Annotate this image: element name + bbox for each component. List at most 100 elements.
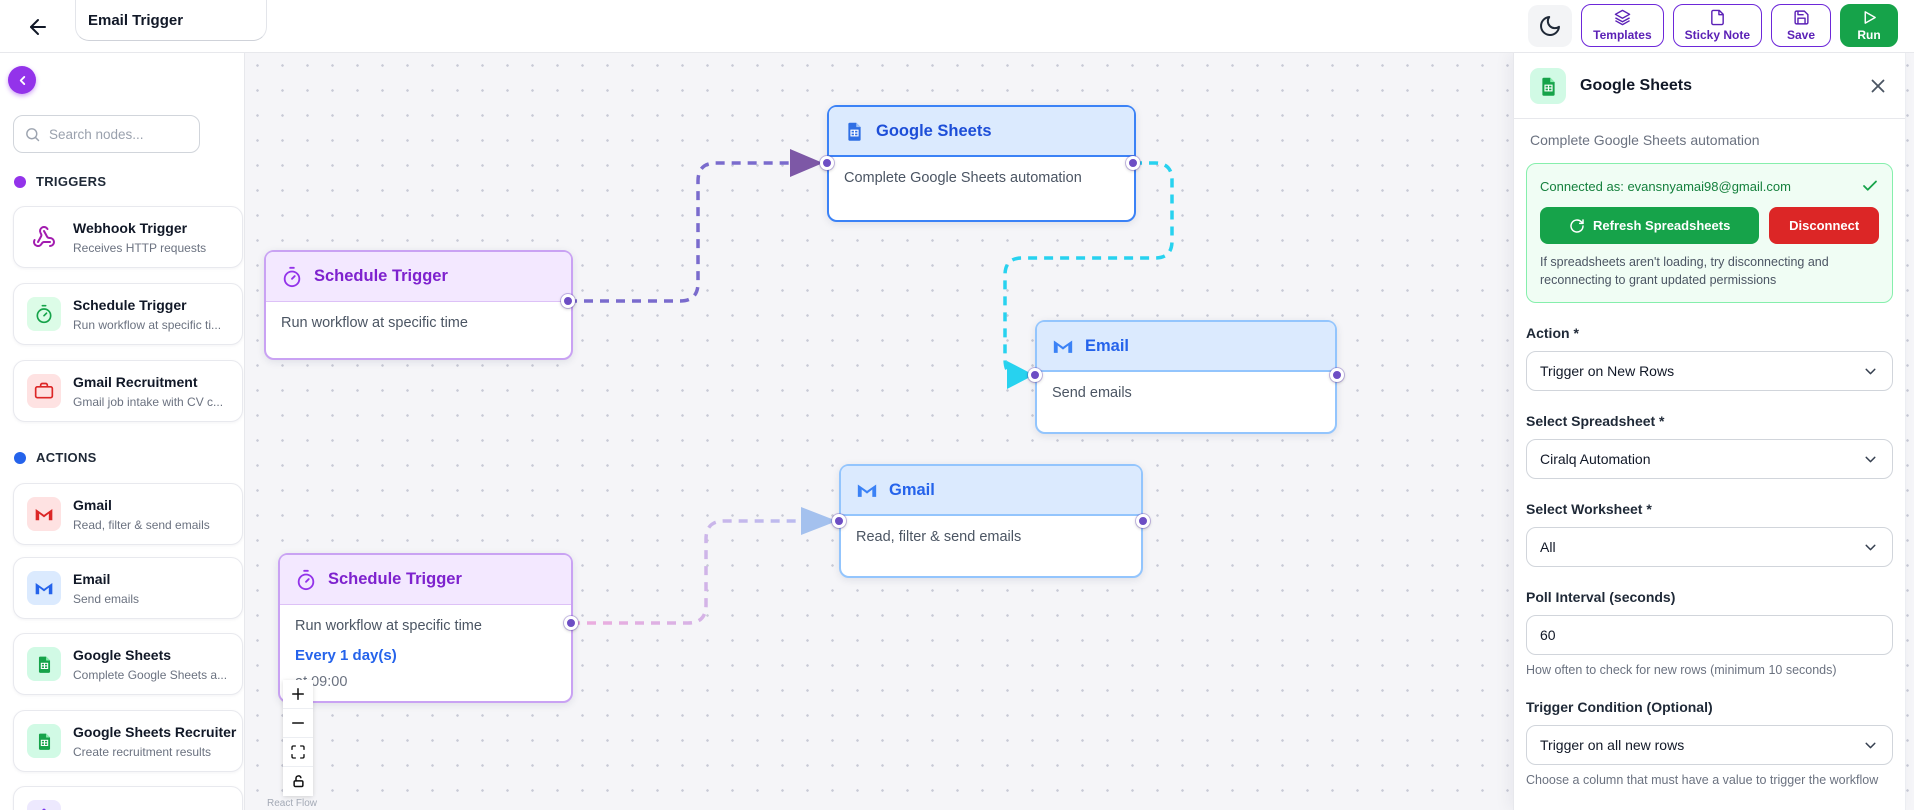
action-select[interactable]: Trigger on New Rows [1526,351,1893,391]
workflow-title-input[interactable]: Email Trigger [75,0,267,41]
item-title: Gmail [73,496,112,513]
back-button[interactable] [26,15,50,39]
node-body: Run workflow at specific time [281,315,468,331]
disconnect-button[interactable]: Disconnect [1769,207,1879,244]
node-body: Send emails [1052,385,1132,401]
item-title: Schedule Trigger [73,296,187,313]
handle-email-in[interactable] [1028,368,1042,382]
connection-wires [568,149,1174,625]
google-sheets-icon [27,647,61,681]
arrow-left-icon [30,19,46,35]
sidebar-item-gmail[interactable]: Gmail Read, filter & send emails [13,483,243,545]
spreadsheet-value: Ciralq Automation [1540,451,1651,467]
trigger-condition-select[interactable]: Trigger on all new rows [1526,725,1893,765]
node-schedule-trigger-bottom[interactable]: Schedule Trigger Run workflow at specifi… [278,553,573,703]
search-icon [26,127,40,141]
google-sheets-icon [848,122,861,141]
spreadsheet-select[interactable]: Ciralq Automation [1526,439,1893,479]
sidebar-item-webhook-trigger[interactable]: Webhook Trigger Receives HTTP requests [13,206,243,268]
connection-note: If spreadsheets aren't loading, try disc… [1540,255,1829,287]
sidebar-collapse-button[interactable] [8,66,36,94]
handle-schedule-top-out[interactable] [561,294,575,308]
zoom-in-button[interactable] [283,680,313,709]
chevron-down-icon [1865,456,1876,462]
handle-google-sheets-in[interactable] [820,156,834,170]
play-icon [1864,11,1876,24]
node-search [13,115,200,153]
item-subtitle: Send emails [73,591,140,606]
lock-button[interactable] [283,767,313,796]
sidebar-item-email[interactable]: Email Send emails [13,557,243,619]
handle-schedule-bottom-out[interactable] [564,616,578,630]
worksheet-select[interactable]: All [1526,527,1893,567]
zoom-out-button[interactable] [283,709,313,738]
node-header: Email [1037,322,1335,372]
spreadsheet-label: Select Spreadsheet * [1526,413,1665,429]
zoom-controls [283,680,313,796]
sidebar-item-google-sheets[interactable]: Google Sheets Complete Google Sheets a..… [13,633,243,695]
node-email[interactable]: Email Send emails [1035,320,1337,434]
close-panel-button[interactable] [1867,75,1889,97]
connection-status-box: Connected as: evansnyamai98@gmail.com Re… [1526,163,1893,303]
handle-gmail-in[interactable] [832,514,846,528]
panel-title: Google Sheets [1580,77,1693,94]
gmail-icon [857,484,877,497]
node-config-panel: Google Sheets Complete Google Sheets aut… [1513,53,1906,810]
trigger-condition-value: Trigger on all new rows [1540,737,1685,753]
chevron-down-icon [1865,368,1876,374]
topbar-actions: Templates Sticky Note Save Run [1528,4,1898,47]
node-gmail[interactable]: Gmail Read, filter & send emails [839,464,1143,578]
schedule-frequency: Every 1 day(s) [295,647,397,664]
refresh-label: Refresh Spreadsheets [1593,218,1731,233]
trigger-condition-help: Choose a column that must have a value t… [1526,773,1879,787]
item-title: Google Sheets Recruiter [73,723,237,740]
sidebar-item-ai-assistant[interactable]: AI Assistant [13,786,243,810]
node-schedule-trigger-top[interactable]: Schedule Trigger Run workflow at specifi… [264,250,573,360]
gmail-icon [27,497,61,531]
sidebar-item-google-sheets-recruiter[interactable]: Google Sheets Recruiter Create recruitme… [13,710,243,772]
chevron-down-icon [1865,742,1876,748]
sidebar-item-schedule-trigger[interactable]: Schedule Trigger Run workflow at specifi… [13,283,243,345]
node-description: Run workflow at specific time [295,618,482,634]
node-body: Read, filter & send emails [856,529,1022,545]
reactflow-attribution: React Flow [267,798,318,809]
save-button[interactable]: Save [1771,4,1831,47]
dark-mode-toggle[interactable] [1528,4,1573,47]
handle-email-out[interactable] [1330,368,1344,382]
sticky-note-button[interactable]: Sticky Note [1672,4,1762,47]
item-title: Gmail Recruitment [73,373,198,390]
action-label: Action * [1526,325,1579,341]
email-icon [27,571,61,605]
minus-icon [292,722,304,724]
top-bar: Email Trigger Templates Sticky Note Save… [0,0,1914,53]
worksheet-label: Select Worksheet * [1526,501,1652,517]
poll-interval-input[interactable] [1526,615,1893,655]
node-google-sheets[interactable]: Google Sheets Complete Google Sheets aut… [827,105,1136,222]
google-sheets-icon [27,724,61,758]
handle-gmail-out[interactable] [1136,514,1150,528]
fit-view-button[interactable] [283,738,313,767]
timer-icon [283,266,301,287]
node-title: Email [1085,336,1130,355]
plus-icon [292,688,304,700]
templates-button[interactable]: Templates [1581,4,1664,47]
item-title: Google Sheets [73,646,172,663]
poll-interval-label: Poll Interval (seconds) [1526,589,1676,605]
refresh-spreadsheets-button[interactable]: Refresh Spreadsheets [1540,207,1760,244]
node-title: Schedule Trigger [328,570,462,588]
lock-open-icon [292,775,304,788]
close-icon [1871,79,1885,93]
sidebar-item-gmail-recruitment[interactable]: Gmail Recruitment Gmail job intake with … [13,360,243,422]
item-subtitle: Create recruitment results [73,744,212,759]
run-button[interactable]: Run [1840,4,1898,47]
search-input[interactable] [49,126,179,142]
panel-description: Complete Google Sheets automation [1530,132,1760,148]
timer-icon [297,569,315,590]
actions-dot-icon [14,451,26,464]
handle-google-sheets-out[interactable] [1126,156,1140,170]
item-subtitle: Gmail job intake with CV c... [73,394,224,409]
webhook-icon [27,220,61,254]
maximize-icon [291,745,305,759]
note-icon [1710,9,1724,26]
layers-icon [1614,9,1631,26]
